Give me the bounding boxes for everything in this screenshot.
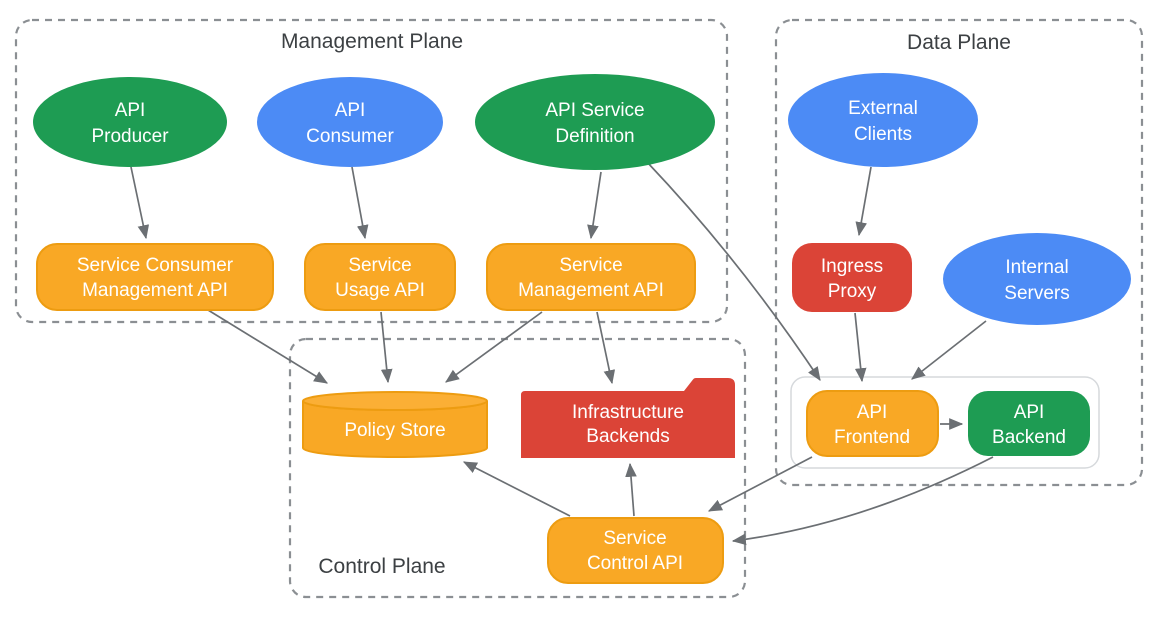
edge-api-producer-to-service-consumer-management-api [130,166,150,240]
node-api-backend: API Backend [968,391,1090,456]
edge-external-clients-to-ingress-proxy [855,166,872,237]
edge-service-consumer-management-api-to-policy-store [207,309,328,384]
node-service-usage-api-label: Usage API [335,280,425,301]
node-api-frontend-label: API [857,402,888,423]
node-ingress-proxy: Ingress Proxy [792,243,912,312]
edge-api-consumer-to-service-usage-api [351,166,369,240]
node-external-clients-label: Clients [854,124,912,145]
node-api-backend-label: Backend [992,427,1066,448]
node-service-control-api-label: Service [603,528,666,549]
node-infrastructure-backends-label: Backends [586,426,669,447]
node-service-consumer-management-api-label: Management API [82,280,228,301]
edges [130,161,994,546]
node-service-management-api-label: Service [559,255,622,276]
node-service-management-api-label: Management API [518,280,664,301]
node-service-control-api-label: Control API [587,553,683,574]
edge-internal-servers-to-api-frontend [911,320,987,380]
node-api-service-definition: API Service Definition [475,74,715,170]
edge-service-control-api-to-policy-store [462,461,571,517]
node-ingress-proxy-label: Proxy [828,281,877,302]
node-internal-servers-label: Internal [1005,257,1068,278]
node-policy-store-label: Policy Store [344,420,445,441]
node-api-service-definition-label: Definition [555,126,634,147]
node-infrastructure-backends: Infrastructure Backends [521,378,735,458]
node-api-consumer-label: API [335,100,366,121]
node-policy-store: Policy Store [302,391,488,458]
management-plane-label: Management Plane [281,30,463,53]
data-plane-label: Data Plane [907,31,1011,54]
node-api-frontend: API Frontend [806,390,939,457]
node-service-management-api: Service Management API [486,243,696,311]
node-api-consumer-label: Consumer [306,126,394,147]
control-plane-label: Control Plane [318,555,445,578]
node-service-usage-api: Service Usage API [304,243,456,311]
edge-api-service-definition-to-service-management-api [587,171,602,240]
node-api-backend-label: API [1014,402,1045,423]
edge-api-backend-to-service-control-api [731,456,994,546]
node-internal-servers-label: Servers [1004,283,1069,304]
data-plane-box: Data Plane [774,18,1144,487]
node-api-service-definition-label: API Service [545,100,644,121]
node-api-consumer: API Consumer [257,77,443,167]
node-api-producer-label: Producer [91,126,169,147]
node-ingress-proxy-label: Ingress [821,256,883,277]
edge-service-management-api-to-infrastructure-backends [596,311,616,385]
edge-api-service-definition-to-api-frontend [646,161,821,381]
node-api-producer: API Producer [33,77,227,167]
node-api-producer-label: API [115,100,146,121]
node-internal-servers: Internal Servers [943,233,1131,325]
edge-service-management-api-to-policy-store [445,311,543,383]
control-plane-box: Control Plane [288,337,747,599]
node-infrastructure-backends-label: Infrastructure [572,402,684,423]
node-service-control-api: Service Control API [547,517,724,584]
node-service-consumer-management-api-label: Service Consumer [77,255,234,276]
edge-service-usage-api-to-policy-store [380,311,393,384]
node-external-clients-label: External [848,98,918,119]
management-plane-box: Management Plane [14,18,729,324]
edge-api-frontend-to-service-control-api [707,456,813,512]
node-external-clients: External Clients [788,73,978,167]
edge-ingress-proxy-to-api-frontend [854,312,867,383]
node-service-usage-api-label: Service [348,255,411,276]
edge-service-control-api-to-infrastructure-backends [625,462,637,517]
node-api-frontend-label: Frontend [834,427,910,448]
node-service-consumer-management-api: Service Consumer Management API [36,243,274,311]
policy-store-cylinder-top [302,391,488,411]
